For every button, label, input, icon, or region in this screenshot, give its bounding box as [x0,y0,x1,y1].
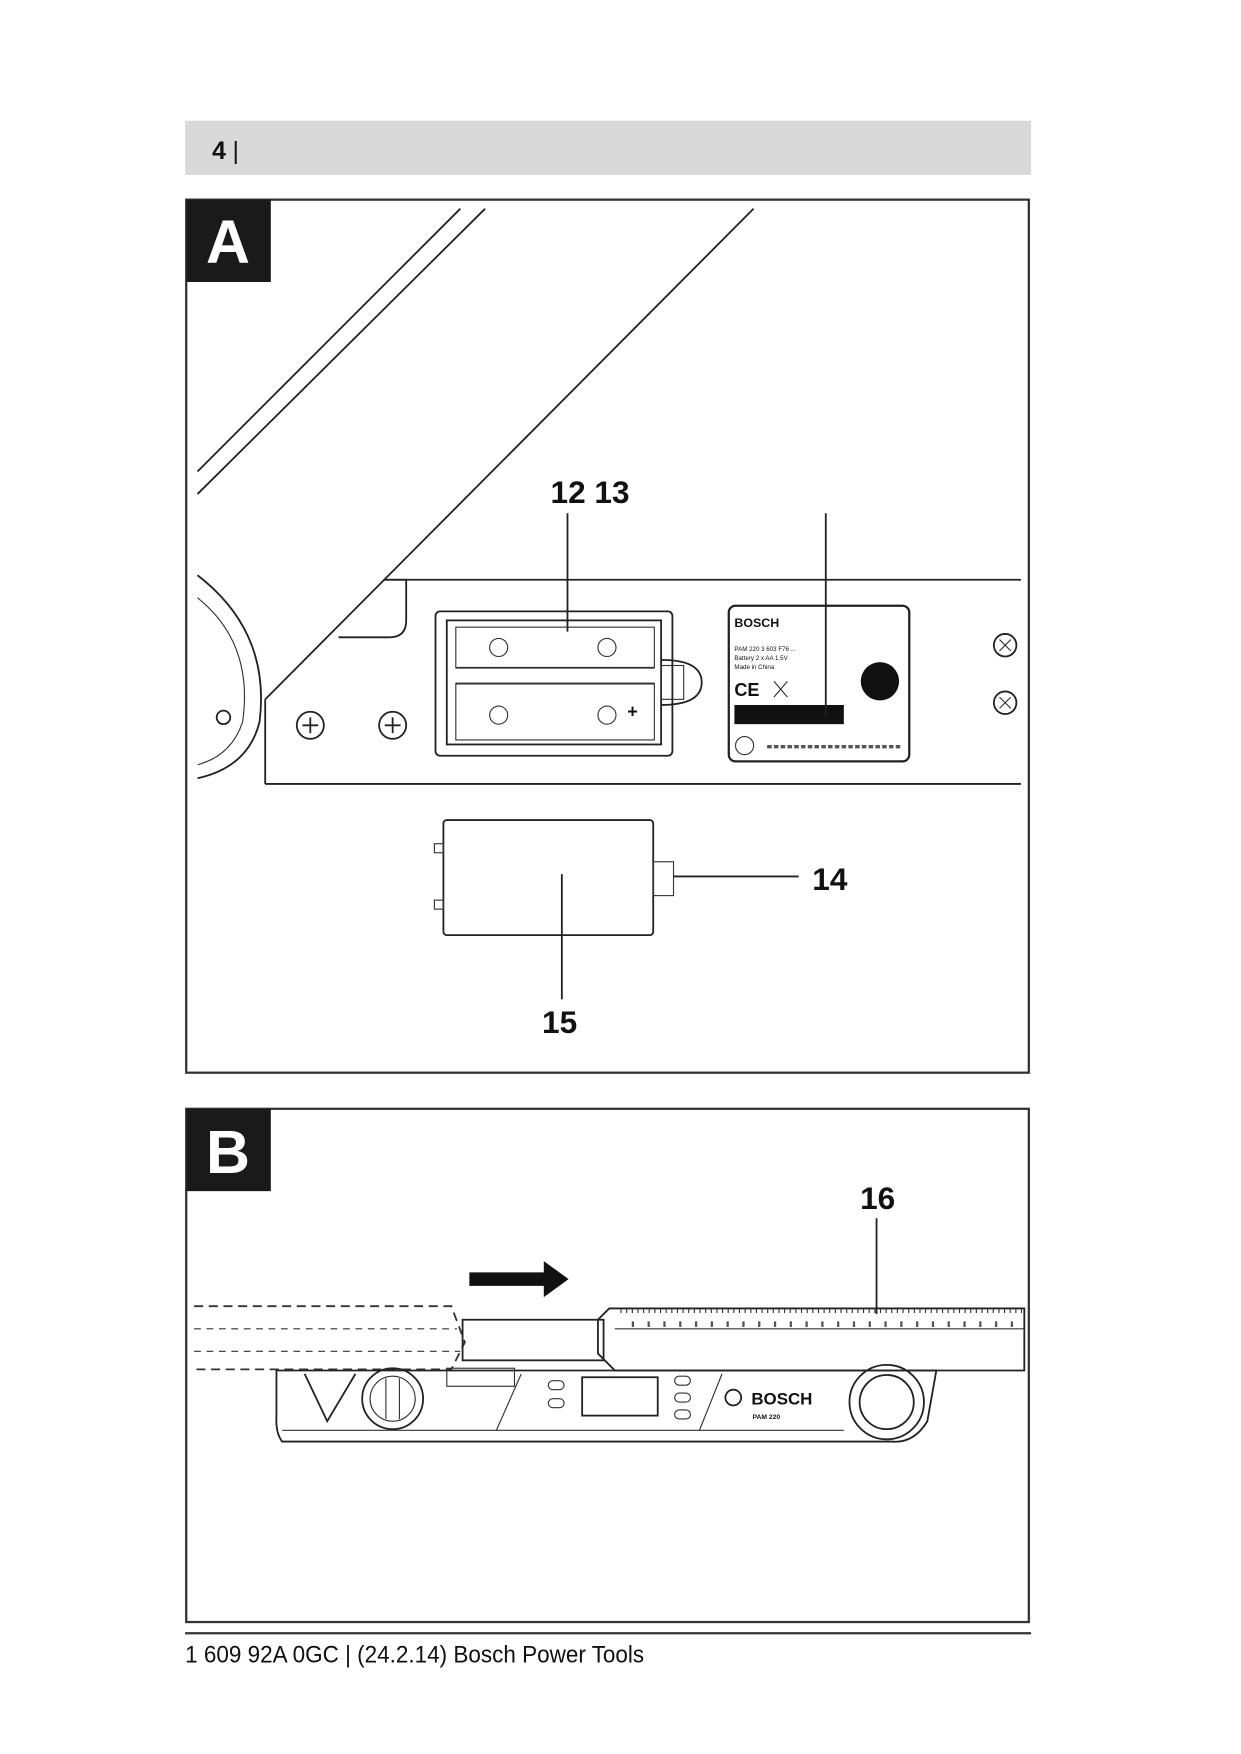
type-label-brand: BOSCH [734,616,779,630]
header-bar [185,120,1032,175]
header-separator: | [232,138,238,165]
panel-letter-box [186,199,271,282]
svg-text:+: + [627,701,638,721]
battery-compartment [434,610,674,757]
callout-14: 14 [812,861,848,897]
footer-text: 1 609 92A 0GC | (24.2.14) Bosch Power To… [185,1643,644,1669]
bosch-logo-icon [734,736,755,756]
weee-bin-icon [773,680,788,698]
type-label: BOSCH PAM 220 3 603 F76 ... Battery 2 x … [727,604,911,763]
device-button [674,1392,691,1403]
device-button [547,1398,565,1409]
device-button [674,1375,691,1386]
figure-a: A + 12 13 BOSCH PAM 220 3 603 F [185,198,1030,1074]
page-number: 4 [212,138,226,165]
panel-letter-b: B [206,1118,250,1186]
read-manual-icon [860,662,900,701]
callout-12-13: 12 13 [551,474,630,510]
display [581,1376,659,1417]
type-label-line1: PAM 220 3 603 F76 ... [734,646,796,653]
arrow-right-icon [469,1261,569,1298]
ruler [597,1307,1026,1372]
bosch-logo-icon [724,1388,743,1407]
panel-letter-a: A [206,208,250,276]
device-button [547,1380,565,1391]
device-brand: BOSCH [751,1389,812,1408]
device-model: PAM 220 [752,1414,780,1421]
callout-16: 16 [860,1180,895,1216]
device-button [674,1409,691,1420]
figure-b: B 16 BOSCH PAM 220 [185,1107,1030,1624]
ce-mark: CE [734,680,759,700]
type-label-line2: Battery 2 x AA 1.5V [734,655,788,662]
device-body [275,1369,938,1443]
callout-15: 15 [542,1004,577,1040]
type-label-line3: Made in China [734,664,774,671]
